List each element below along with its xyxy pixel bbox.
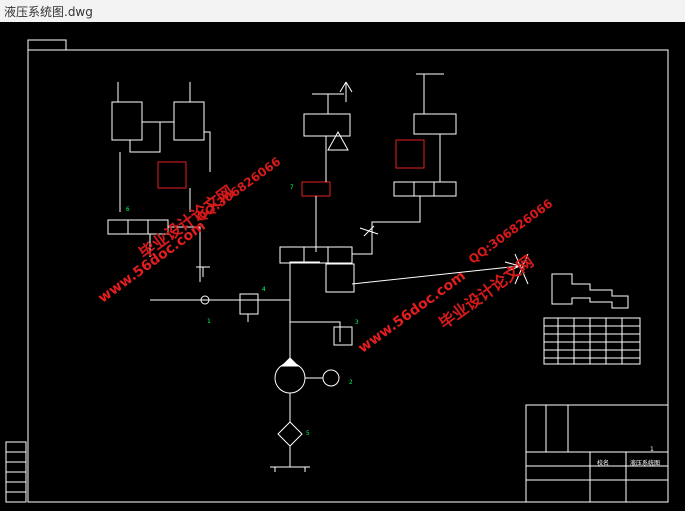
directional-valve-right (393, 181, 457, 197)
title-school: 校名 (597, 460, 610, 467)
action-table (543, 317, 641, 365)
title-block (525, 404, 669, 503)
callout-6: 6 (126, 206, 130, 213)
drawing-svg (5, 39, 669, 503)
cylinder-left-a (111, 101, 143, 141)
valve-highlight-center (301, 181, 331, 197)
action-diagram (551, 273, 629, 309)
callout-5: 5 (306, 430, 310, 437)
callout-1: 1 (207, 318, 211, 325)
directional-valve-center (279, 246, 353, 264)
drawing-border (27, 49, 669, 503)
cylinder-right (413, 113, 457, 135)
check-valve (200, 295, 210, 305)
title-drawing: 液压系统图 (630, 460, 661, 467)
top-tag-box (27, 39, 67, 51)
cylinder-left-b (173, 101, 205, 141)
relief-valve (239, 293, 259, 315)
callout-3: 3 (355, 319, 359, 326)
window-title: 液压系统图.dwg (4, 5, 93, 19)
valve-highlight-right (395, 139, 425, 169)
relief-valve-2 (333, 326, 353, 346)
callout-4: 4 (262, 286, 266, 293)
filter (277, 421, 303, 447)
callout-2: 2 (349, 379, 353, 386)
window-titlebar: 液压系统图.dwg (0, 0, 685, 23)
sequence-valve (325, 263, 355, 293)
pump-symbol-center (327, 130, 349, 151)
valve-highlight-left (157, 161, 187, 189)
pump (274, 362, 306, 394)
callout-7: 7 (290, 184, 294, 191)
cylinder-center (303, 113, 351, 137)
cad-drawing-canvas[interactable]: 1 2 3 4 5 6 7 校名 液压系统图 1 毕业设计论文网 www.56d… (0, 22, 685, 511)
title-sheet: 1 (650, 446, 654, 453)
motor (322, 369, 340, 387)
